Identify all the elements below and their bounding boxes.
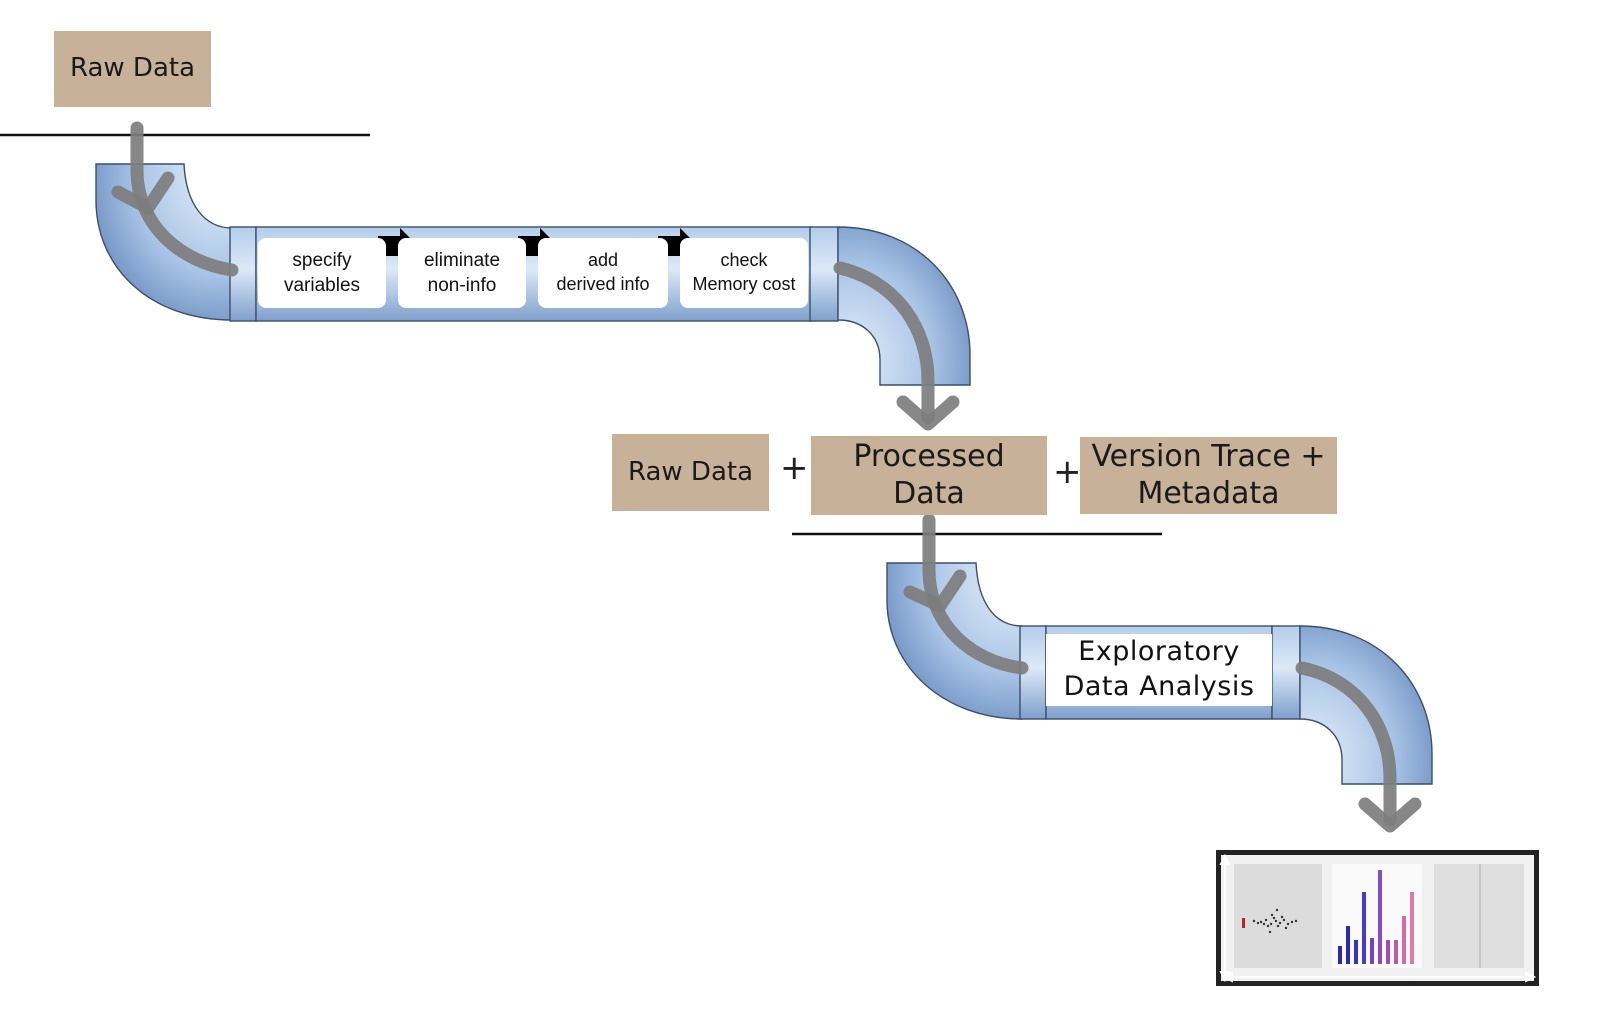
flow-arrow-icon xyxy=(111,121,1422,833)
step-label-line1: eliminate xyxy=(423,249,501,271)
step-eliminate-non-info: eliminate non-info xyxy=(398,238,526,308)
processed-data-line2: Data xyxy=(893,475,965,511)
step-label-line1: check xyxy=(720,250,768,271)
raw-data-input-label: Raw Data xyxy=(69,53,196,84)
version-trace-metadata-box: Version Trace +Metadata xyxy=(1080,437,1337,514)
processed-data-line1: Processed xyxy=(853,438,1005,474)
facet-thumbnail xyxy=(1434,864,1524,968)
raw-data-output-label: Raw Data xyxy=(627,456,754,487)
scatter-points xyxy=(1252,908,1298,934)
scatter-thumbnail xyxy=(1234,864,1322,968)
eda-line2: Data Analysis xyxy=(1063,671,1255,702)
scatter-marker xyxy=(1242,918,1245,928)
bar-marks xyxy=(1338,870,1414,964)
bar-thumbnail xyxy=(1332,864,1422,968)
step-label-line1: add xyxy=(587,250,619,271)
step-label-line2: derived info xyxy=(556,274,650,294)
raw-data-output-box: Raw Data xyxy=(612,434,769,511)
eda-line1: Exploratory xyxy=(1078,636,1240,668)
step-specify-variables: specify variables xyxy=(258,238,386,308)
step-label-line2: Memory cost xyxy=(692,274,796,294)
version-trace-line1: Version Trace + xyxy=(1091,438,1326,474)
step-label-line1: specify xyxy=(292,249,352,271)
step-add-derived-info: add derived info xyxy=(538,238,668,308)
plus-sign: + xyxy=(780,448,809,488)
chart-thumbnails xyxy=(1216,850,1539,986)
step-label-line2: variables xyxy=(283,275,361,296)
step-label-line2: non-info xyxy=(427,275,497,296)
plus-sign: + xyxy=(1053,452,1082,492)
version-trace-line2: Metadata xyxy=(1137,475,1280,511)
raw-data-input-box: Raw Data xyxy=(54,31,211,107)
